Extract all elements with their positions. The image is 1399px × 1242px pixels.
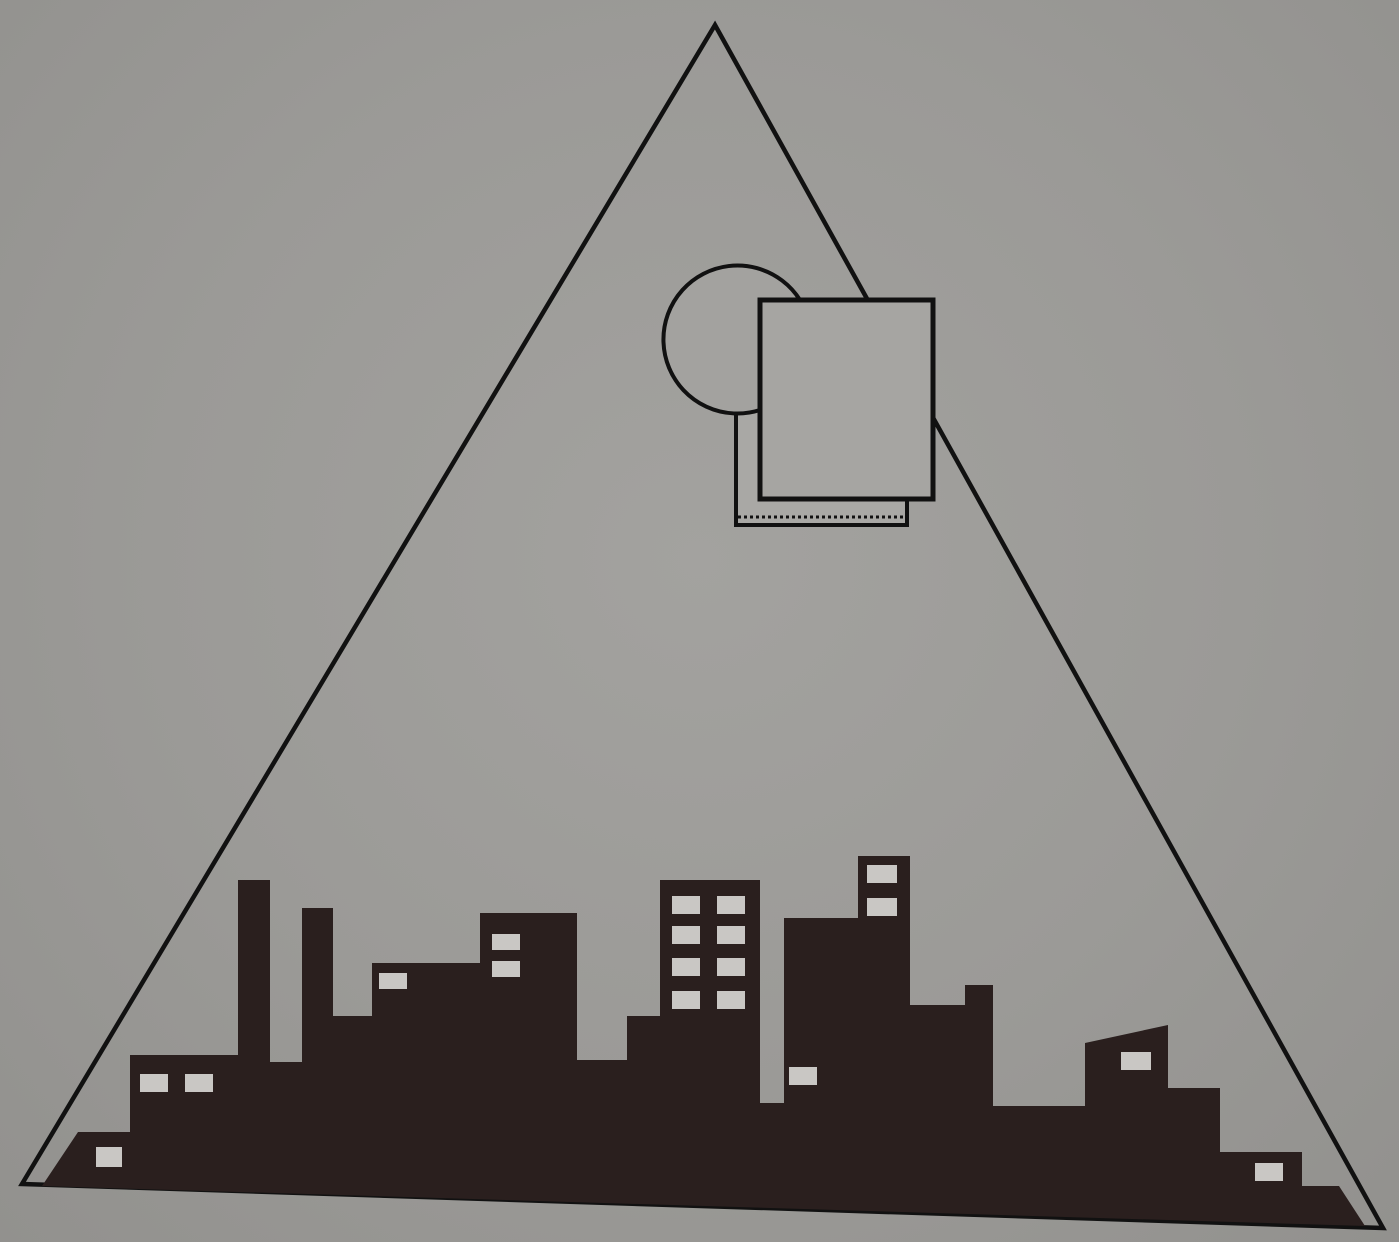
window (788, 1066, 818, 1086)
window (95, 1146, 123, 1168)
window (716, 957, 746, 977)
window (378, 972, 408, 990)
window (491, 933, 521, 951)
window (866, 897, 898, 917)
square-outline (760, 300, 933, 499)
skyline-base (42, 856, 1365, 1226)
window (1254, 1162, 1284, 1182)
window (1120, 1051, 1152, 1071)
window (671, 925, 701, 945)
window (184, 1073, 214, 1093)
window (716, 895, 746, 915)
window (866, 864, 898, 884)
window (671, 895, 701, 915)
window (491, 960, 521, 978)
window (716, 925, 746, 945)
window (671, 957, 701, 977)
window (139, 1073, 169, 1093)
window (716, 990, 746, 1010)
window (671, 990, 701, 1010)
city-skyline-silhouette (42, 856, 1365, 1226)
